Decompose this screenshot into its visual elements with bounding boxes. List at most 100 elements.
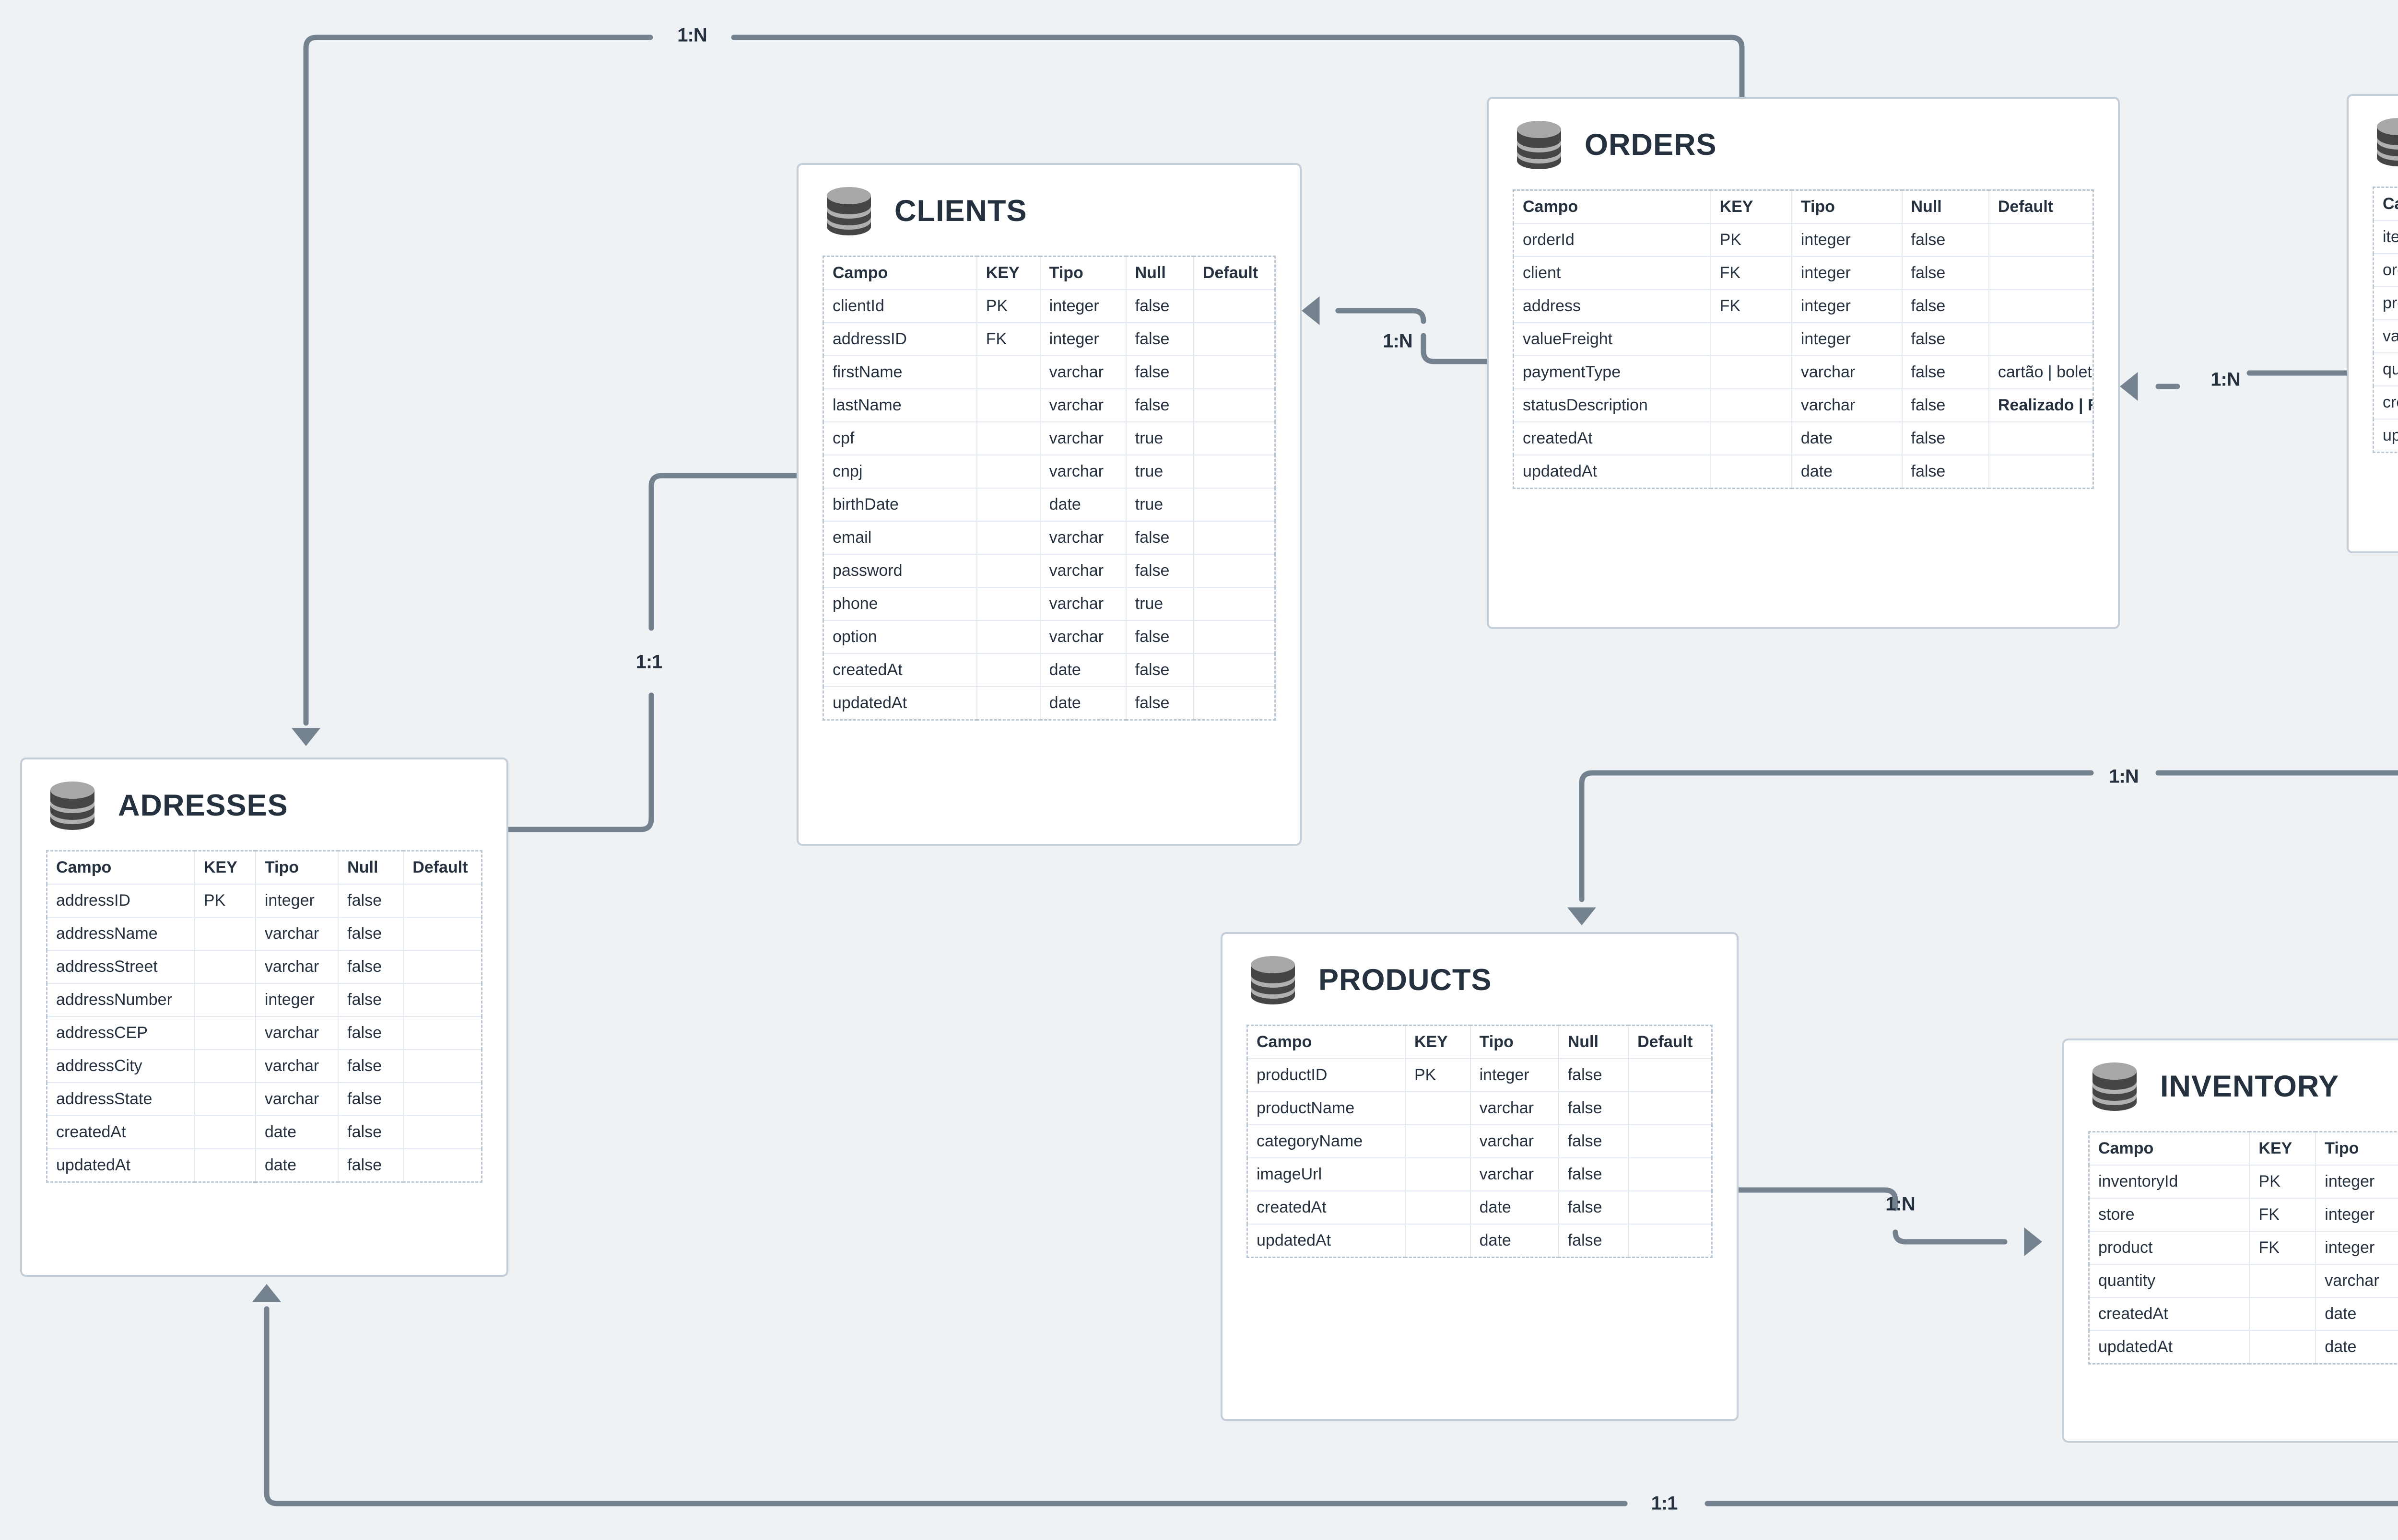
entity-card-footer <box>22 1183 506 1204</box>
field-cell-campo: order <box>2373 253 2398 287</box>
field-cell-key <box>1405 1224 1471 1258</box>
field-cell-null: false <box>338 950 404 983</box>
field-row[interactable]: quantityintegerfalse <box>2373 352 2398 386</box>
relationship-edge[interactable] <box>2155 370 2350 389</box>
column-header-campo: Campo <box>823 256 977 290</box>
field-row[interactable]: inventoryIdPKintegerfalse <box>2089 1165 2398 1198</box>
field-cell-null: false <box>1126 686 1194 720</box>
field-cell-tipo: varchar <box>1470 1157 1559 1191</box>
field-row[interactable]: storeFKintegerfalse <box>2089 1198 2398 1231</box>
relationship-edge[interactable] <box>1335 308 1490 364</box>
relationship-edge[interactable] <box>1736 1187 2008 1245</box>
field-cell-default <box>1193 620 1275 653</box>
entity-card-header: INVENTORY <box>2064 1040 2398 1112</box>
field-cell-null: false <box>1902 322 1989 356</box>
entity-title: CLIENTS <box>894 194 1027 228</box>
field-row[interactable]: valueintegerfalse <box>2373 319 2398 353</box>
entity-card-items[interactable]: ITEMSCampoKEYTipoNullDefaultitemIdPKinte… <box>2347 94 2398 553</box>
field-cell-null: false <box>1558 1224 1629 1258</box>
cardinality-label-inventory-adresses: 1:1 <box>1651 1493 1678 1514</box>
column-header-campo: Campo <box>47 851 195 884</box>
field-cell-tipo: varchar <box>1040 421 1127 455</box>
entity-card-header: PRODUCTS <box>1223 934 1737 1005</box>
field-cell-campo: statusDescription <box>1513 388 1711 422</box>
field-row[interactable]: orderFKintegerfalse <box>2373 253 2398 287</box>
field-row[interactable]: quantityvarcharfalse <box>2089 1264 2398 1297</box>
field-cell-default <box>403 1049 482 1083</box>
field-cell-tipo: integer <box>255 983 339 1016</box>
field-cell-key <box>976 554 1041 587</box>
field-cell-key: FK <box>1710 289 1792 323</box>
field-cell-campo: store <box>2089 1198 2250 1231</box>
field-cell-campo: addressID <box>47 884 195 917</box>
column-header-default: Default <box>1637 1033 1693 1051</box>
field-cell-key <box>2249 1330 2316 1364</box>
edge-arrowhead <box>252 1284 281 1302</box>
entity-card-header: ITEMS <box>2349 96 2398 167</box>
field-cell-campo: firstName <box>823 355 977 389</box>
field-cell-null: false <box>1126 289 1194 323</box>
database-cylinder-icon <box>1517 121 1561 169</box>
field-cell-campo: addressState <box>47 1082 195 1116</box>
field-row[interactable]: productFKintegerfalse <box>2089 1231 2398 1264</box>
field-row[interactable]: productFKintegerfalse <box>2373 286 2398 320</box>
cardinality-label-items-orders: 1:N <box>2210 369 2240 390</box>
field-cell-default <box>1628 1224 1712 1258</box>
entity-card-inventory[interactable]: INVENTORYCampoKEYTipoNullDefaultinventor… <box>2062 1038 2398 1443</box>
field-row[interactable]: itemIdPKintegerfalse <box>2373 220 2398 254</box>
field-cell-key <box>1405 1190 1471 1224</box>
field-cell-campo: productName <box>1247 1091 1406 1125</box>
field-cell-campo: quantity <box>2373 352 2398 386</box>
field-cell-tipo: varchar <box>1791 355 1903 389</box>
field-cell-tipo: varchar <box>255 1016 339 1050</box>
field-cell-tipo: integer <box>2316 1198 2398 1231</box>
field-cell-key: PK <box>2249 1165 2316 1198</box>
